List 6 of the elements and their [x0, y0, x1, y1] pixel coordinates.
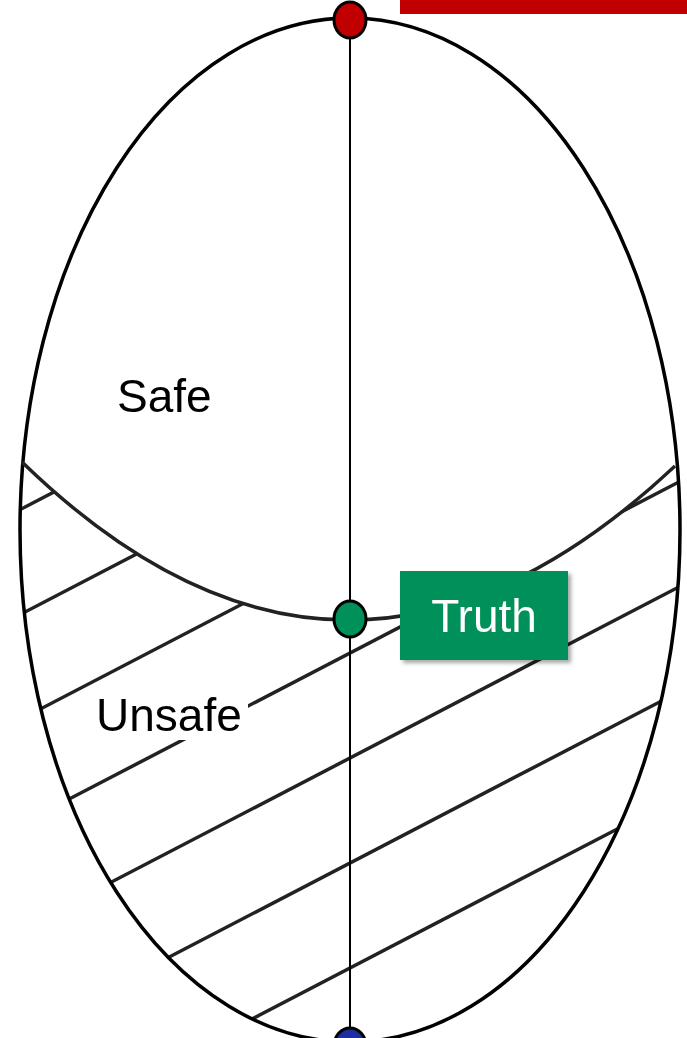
- dot-marker: [332, 599, 368, 639]
- connector-line: [349, 636, 351, 1029]
- connector-line: [349, 37, 351, 602]
- label-box: Truth: [400, 571, 568, 660]
- region-label: Safe: [117, 373, 212, 419]
- dot-marker: [332, 0, 368, 40]
